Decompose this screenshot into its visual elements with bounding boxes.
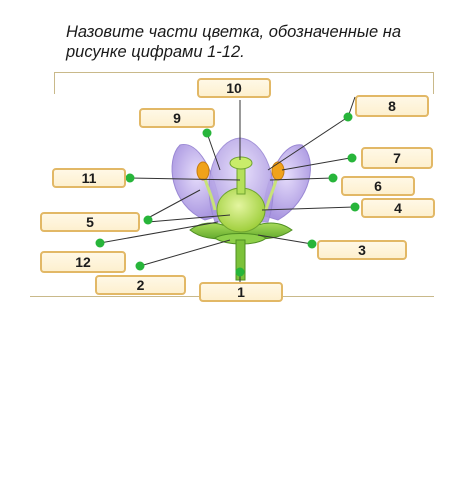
label-7: 7 [361, 147, 433, 169]
frame-line [54, 72, 55, 94]
frame-line [433, 72, 434, 94]
label-10: 10 [197, 78, 271, 98]
label-1: 1 [199, 282, 283, 302]
label-5: 5 [40, 212, 140, 232]
label-4: 4 [361, 198, 435, 218]
pistil [216, 156, 266, 233]
label-9: 9 [139, 108, 215, 128]
label-11: 11 [52, 168, 126, 188]
marker-dots [95, 112, 360, 277]
label-6: 6 [341, 176, 415, 196]
label-2: 2 [95, 275, 186, 295]
task-heading: Назовите части цветка, обозначенные на р… [40, 22, 460, 62]
stamens [196, 161, 285, 211]
label-12: 12 [40, 251, 126, 273]
task-text: Назовите части цветка, обозначенные на р… [66, 23, 402, 61]
frame-line [54, 72, 434, 73]
label-8: 8 [355, 95, 429, 117]
label-3: 3 [317, 240, 407, 260]
leader-lines [99, 96, 356, 285]
